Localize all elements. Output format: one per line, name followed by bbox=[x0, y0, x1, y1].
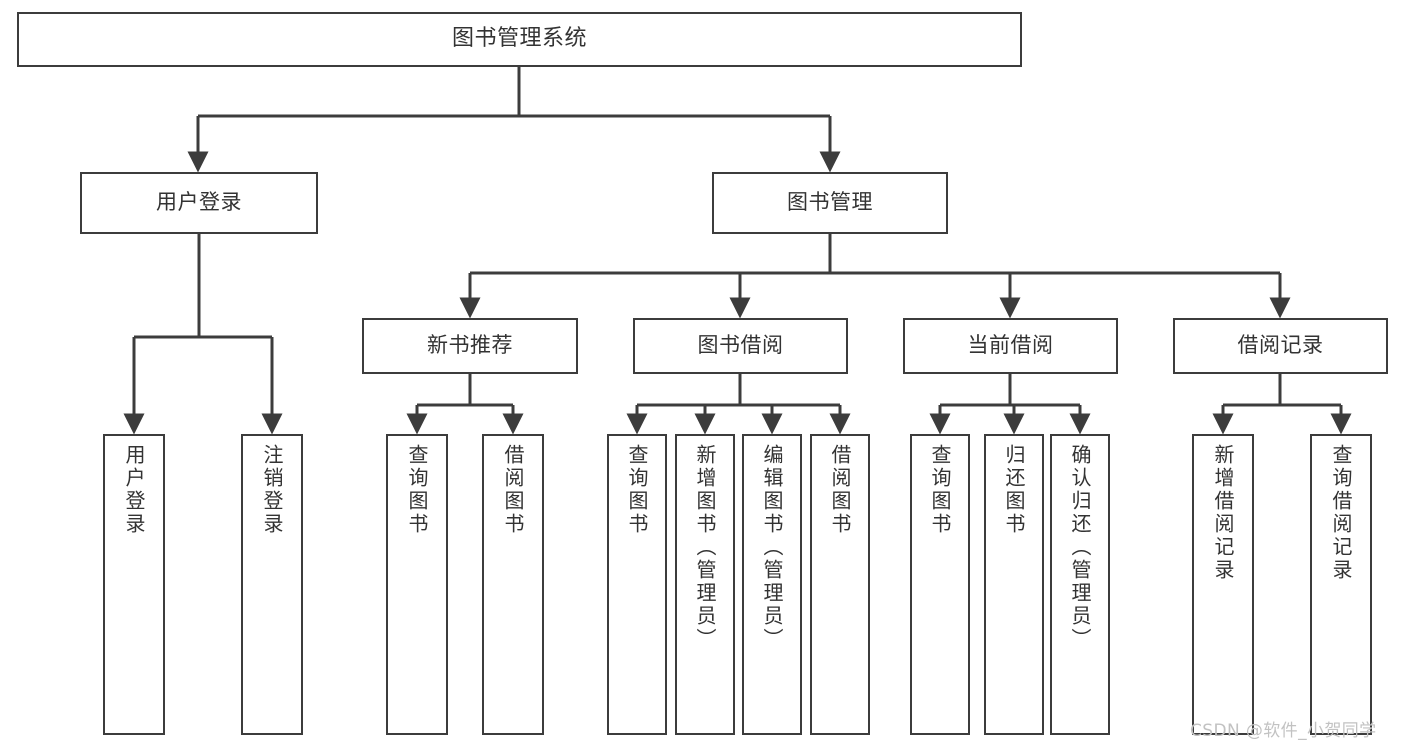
node-user-login[interactable]: 用户登录 bbox=[80, 172, 318, 234]
node-leaf-query-book-borrow[interactable]: 查询图书 bbox=[607, 434, 667, 735]
node-current-borrow[interactable]: 当前借阅 bbox=[903, 318, 1118, 374]
node-leaf-borrow-book[interactable]: 借阅图书 bbox=[810, 434, 870, 735]
node-book-manage-label: 图书管理 bbox=[787, 190, 873, 215]
node-leaf-borrow-book-label: 借阅图书 bbox=[828, 444, 852, 536]
node-new-book-recommend[interactable]: 新书推荐 bbox=[362, 318, 578, 374]
node-leaf-return-book-label: 归还图书 bbox=[1002, 444, 1026, 536]
node-new-book-recommend-label: 新书推荐 bbox=[427, 333, 513, 358]
node-leaf-query-book-new-label: 查询图书 bbox=[405, 444, 429, 536]
node-leaf-query-book-new[interactable]: 查询图书 bbox=[386, 434, 448, 735]
node-borrow-record[interactable]: 借阅记录 bbox=[1173, 318, 1388, 374]
node-book-borrow-label: 图书借阅 bbox=[697, 333, 784, 358]
node-leaf-user-login[interactable]: 用户登录 bbox=[103, 434, 165, 735]
node-leaf-logout-label: 注销登录 bbox=[260, 444, 284, 536]
node-book-manage[interactable]: 图书管理 bbox=[712, 172, 948, 234]
node-leaf-edit-book-admin[interactable]: 编辑图书（管理员） bbox=[742, 434, 802, 735]
node-user-login-label: 用户登录 bbox=[156, 190, 242, 215]
node-leaf-query-borrow-record-label: 查询借阅记录 bbox=[1329, 444, 1353, 582]
node-book-borrow[interactable]: 图书借阅 bbox=[633, 318, 848, 374]
node-leaf-confirm-return-admin-label: 确认归还（管理员） bbox=[1068, 444, 1092, 651]
node-root-label: 图书管理系统 bbox=[451, 26, 587, 52]
node-leaf-query-borrow-record[interactable]: 查询借阅记录 bbox=[1310, 434, 1372, 735]
node-leaf-query-book-current-label: 查询图书 bbox=[928, 444, 952, 536]
node-leaf-confirm-return-admin[interactable]: 确认归还（管理员） bbox=[1050, 434, 1110, 735]
node-leaf-borrow-book-new[interactable]: 借阅图书 bbox=[482, 434, 544, 735]
node-current-borrow-label: 当前借阅 bbox=[967, 333, 1054, 358]
node-leaf-borrow-book-new-label: 借阅图书 bbox=[501, 444, 525, 536]
csdn-watermark: CSDN @软件_小贺同学 bbox=[1190, 721, 1377, 741]
node-root[interactable]: 图书管理系统 bbox=[17, 12, 1022, 67]
node-leaf-logout[interactable]: 注销登录 bbox=[241, 434, 303, 735]
node-leaf-edit-book-admin-label: 编辑图书（管理员） bbox=[760, 444, 784, 651]
node-leaf-query-book-current[interactable]: 查询图书 bbox=[910, 434, 970, 735]
node-leaf-add-borrow-record[interactable]: 新增借阅记录 bbox=[1192, 434, 1254, 735]
node-leaf-add-book-admin-label: 新增图书（管理员） bbox=[693, 444, 717, 651]
node-borrow-record-label: 借阅记录 bbox=[1237, 333, 1324, 358]
node-leaf-add-borrow-record-label: 新增借阅记录 bbox=[1211, 444, 1235, 582]
node-leaf-return-book[interactable]: 归还图书 bbox=[984, 434, 1044, 735]
node-leaf-add-book-admin[interactable]: 新增图书（管理员） bbox=[675, 434, 735, 735]
node-leaf-user-login-label: 用户登录 bbox=[122, 444, 146, 536]
node-leaf-query-book-borrow-label: 查询图书 bbox=[625, 444, 649, 536]
